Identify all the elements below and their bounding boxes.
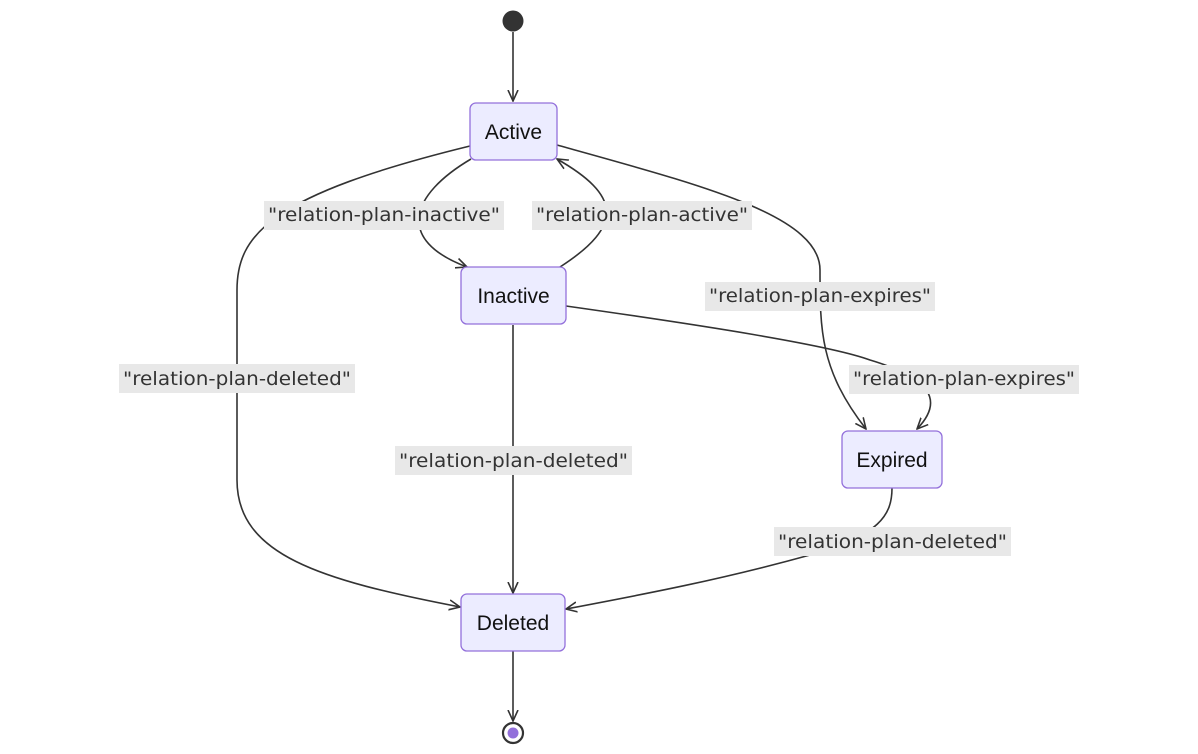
state-label-inactive: Inactive: [477, 285, 549, 308]
edge-label-active-to-deleted: "relation-plan-deleted": [119, 364, 355, 393]
state-label-deleted: Deleted: [477, 612, 549, 635]
svg-text:"relation-plan-deleted": "relation-plan-deleted": [123, 368, 351, 390]
state-expired[interactable]: Expired: [841, 430, 943, 489]
edge-active-to-expired: [556, 144, 866, 429]
state-label-active: Active: [485, 121, 542, 144]
state-inactive[interactable]: Inactive: [460, 266, 567, 325]
edge-inactive-to-expired: [565, 305, 932, 429]
svg-text:"relation-plan-deleted": "relation-plan-deleted": [399, 450, 628, 472]
edge-label-inactive-to-deleted: "relation-plan-deleted": [395, 446, 632, 475]
state-label-expired: Expired: [856, 449, 927, 472]
state-active[interactable]: Active: [469, 102, 558, 161]
edge-label-inactive-to-expired: "relation-plan-expires": [849, 365, 1079, 394]
svg-text:"relation-plan-expires": "relation-plan-expires": [853, 368, 1075, 390]
edge-label-active-to-inactive: "relation-plan-inactive": [264, 201, 504, 230]
svg-text:"relation-plan-expires": "relation-plan-expires": [709, 285, 931, 307]
edge-label-active-to-expired: "relation-plan-expires": [705, 282, 935, 311]
edge-label-inactive-to-active: "relation-plan-active": [532, 201, 752, 230]
state-deleted[interactable]: Deleted: [460, 593, 566, 652]
edge-label-expired-to-deleted: "relation-plan-deleted": [774, 527, 1011, 556]
start-marker: [502, 10, 524, 32]
edge-expired-to-deleted: [566, 487, 893, 609]
end-marker: [501, 721, 525, 745]
svg-text:"relation-plan-active": "relation-plan-active": [536, 204, 748, 226]
svg-text:"relation-plan-inactive": "relation-plan-inactive": [268, 204, 500, 226]
svg-text:"relation-plan-deleted": "relation-plan-deleted": [778, 531, 1007, 553]
